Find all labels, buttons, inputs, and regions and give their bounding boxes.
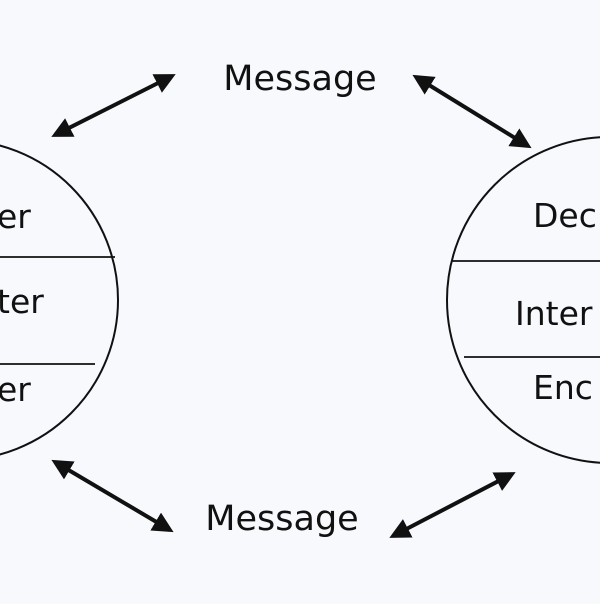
left-encoder-label: er <box>0 370 31 409</box>
left-interpreter-label: ter <box>0 282 44 321</box>
right-circle-group: Dec Inter Enc <box>446 136 600 464</box>
bottom-left-double-arrow <box>51 459 174 533</box>
top-message-label: Message <box>223 59 376 99</box>
bottom-message-label: Message <box>205 499 358 539</box>
right-circle <box>446 136 600 464</box>
top-left-double-arrow <box>51 74 176 137</box>
left-decoder-label: er <box>0 197 31 236</box>
left-circle <box>0 144 119 456</box>
right-decoder-label: Dec <box>533 196 597 235</box>
right-interpreter-label: Inter <box>515 294 593 333</box>
left-circle-group: er ter er <box>0 144 119 456</box>
top-right-double-arrow <box>412 74 532 149</box>
right-encoder-label: Enc <box>533 368 593 407</box>
bottom-right-double-arrow <box>389 472 516 538</box>
